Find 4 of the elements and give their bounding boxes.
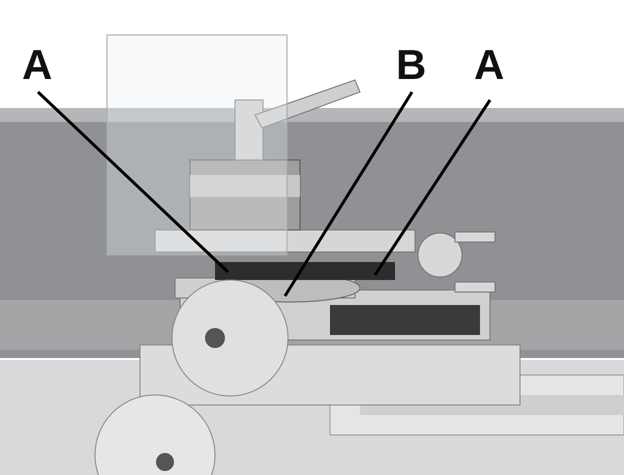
callout-letter: A: [474, 44, 504, 86]
callout-letter: B: [396, 44, 426, 86]
leader-line: [36, 90, 230, 274]
callout-letter: A: [22, 44, 52, 86]
